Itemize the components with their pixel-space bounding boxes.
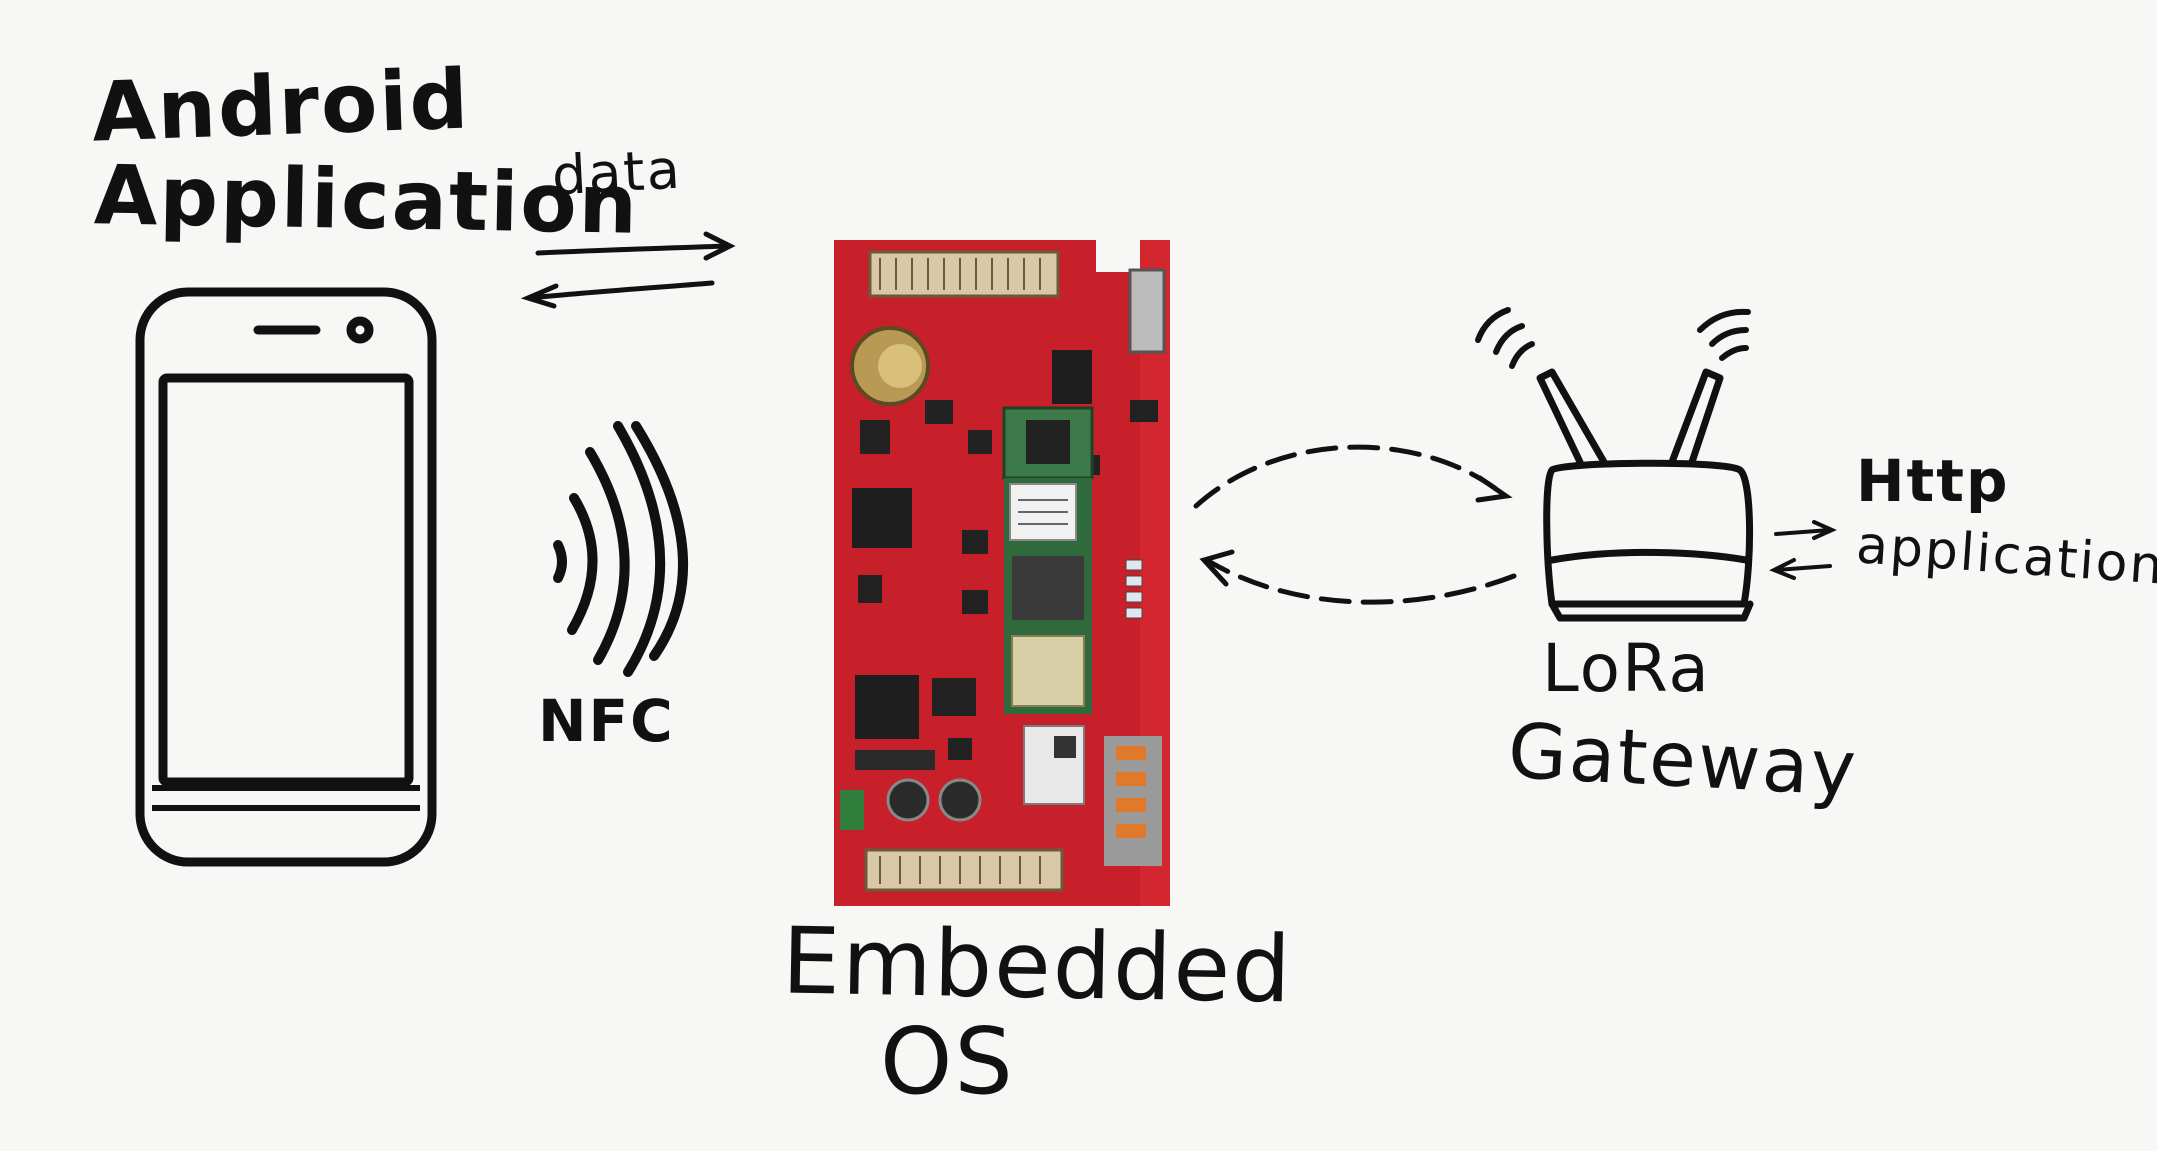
embedded-board xyxy=(834,240,1170,906)
http-arrows xyxy=(1769,520,1837,580)
data-exchange-arrows xyxy=(520,231,736,309)
nfc-waves-icon xyxy=(553,421,688,677)
lora-gateway-label-line2: Gateway xyxy=(1505,705,1860,814)
embedded-os-label-line2: OS xyxy=(880,1008,1015,1115)
data-label: data xyxy=(550,137,684,208)
smartphone-icon xyxy=(135,287,437,867)
lora-gateway-label-line1: LoRa xyxy=(1542,630,1711,707)
embedded-os-label-line1: Embedded xyxy=(781,907,1294,1024)
lora-link-arrows xyxy=(1193,444,1517,605)
nfc-label: NFC xyxy=(538,687,675,755)
android-application-label-line1: Android xyxy=(90,52,472,161)
http-application-label-line1: Http xyxy=(1856,447,2010,515)
lora-gateway-icon xyxy=(1475,307,1754,622)
